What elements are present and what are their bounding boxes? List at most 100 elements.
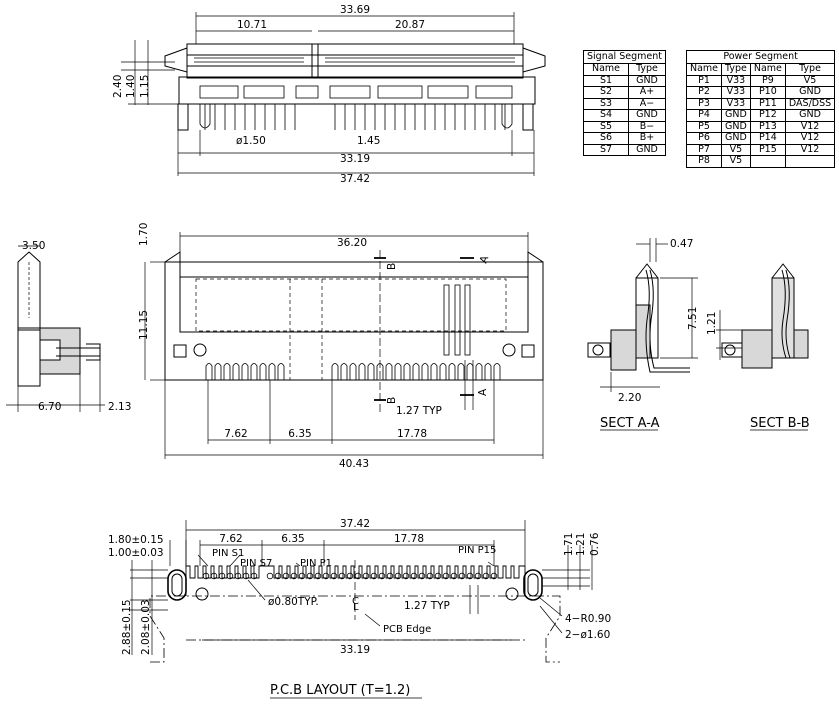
table-cell: P2 — [685, 86, 723, 99]
table-cell: V12 — [784, 120, 836, 133]
contact-tooth — [205, 363, 213, 380]
pcb-layout: 37.42 7.62 6.35 17.78 1.80±0.15 1.00±0.0… — [108, 518, 611, 699]
pin-s7-label: PIN S7 — [240, 558, 272, 569]
pcb-hole — [210, 572, 218, 580]
contact-tooth — [430, 363, 438, 380]
table-cell: V33 — [721, 74, 751, 87]
table-cell: GND — [784, 86, 836, 99]
contact-tooth — [457, 363, 465, 380]
table-cell: P13 — [749, 120, 786, 133]
contact-tooth — [268, 363, 276, 380]
dim-front-762: 7.62 — [224, 428, 247, 440]
pcb-dim-288: 2.88±0.15 — [121, 599, 133, 655]
section-aa: 0.47 7.51 2.20 SECT A-A — [587, 238, 699, 431]
pcb-dim-slot-depth: 1.00±0.03 — [108, 547, 164, 559]
contact-tooth — [412, 363, 420, 380]
table-cell: GND — [721, 109, 751, 122]
pcb-dim-mount: 2−ø1.60 — [565, 629, 610, 641]
section-bb: 1.21 SECT B-B — [706, 263, 810, 431]
pcb-hole — [426, 572, 434, 580]
pcb-dim-radius: 4−R0.90 — [565, 613, 611, 625]
board-lock-peg — [501, 104, 513, 129]
table-cell: P7 — [685, 143, 723, 156]
table-cell: P5 — [685, 120, 723, 133]
pcb-hole — [306, 572, 314, 580]
section-mark-a-top: A — [478, 253, 492, 265]
pcb-hole — [378, 572, 386, 580]
dim-overall-bottom: 37.42 — [340, 173, 370, 185]
centerline-label: C — [352, 596, 359, 607]
table-cell: P6 — [685, 132, 723, 145]
pcb-hole — [474, 572, 482, 580]
contact-tooth — [259, 363, 267, 380]
contact-tooth — [349, 363, 357, 380]
dim-side-left: 6.70 — [38, 401, 61, 413]
pcb-hole — [250, 572, 258, 580]
board-lock-peg — [199, 104, 211, 129]
pcb-dim-208: 2.08±0.03 — [140, 599, 152, 655]
signal-header-name: Name — [583, 63, 629, 76]
dim-front-width: 36.20 — [337, 237, 367, 249]
pcb-hole — [442, 572, 450, 580]
pcb-hole — [322, 572, 330, 580]
dim-right-top: 20.87 — [395, 19, 425, 31]
pin-s1-label: PIN S1 — [212, 548, 244, 559]
pcb-hole — [458, 572, 466, 580]
table-cell: P3 — [685, 97, 723, 110]
table-cell: V5 — [784, 74, 836, 87]
pcb-hole — [418, 572, 426, 580]
side-view: 3.50 6.70 2.13 — [6, 240, 131, 413]
table-cell: S1 — [583, 74, 629, 87]
dim-220: 2.20 — [618, 392, 641, 404]
contact-tooth — [214, 363, 222, 380]
contact-tooth — [484, 363, 492, 380]
table-cell: GND — [627, 109, 667, 122]
pcb-dim-slot-width: 1.80±0.15 — [108, 534, 164, 546]
contact-tooth — [241, 363, 249, 380]
centerline-sub: L — [353, 602, 359, 613]
table-cell: DAS/DSS — [784, 97, 836, 110]
top-view: 33.69 10.71 20.87 2.40 1.40 1.15 ø1.50 1… — [112, 4, 546, 185]
power-table-title: Power Segment — [686, 50, 836, 63]
pcb-hole — [482, 572, 490, 580]
table-cell: P8 — [685, 155, 723, 168]
dim-front-635: 6.35 — [288, 428, 311, 440]
table-cell: GND — [784, 109, 836, 122]
pcb-dim-pitch: 1.27 TYP — [404, 600, 450, 612]
power-header-name-1: Name — [685, 63, 723, 76]
pcb-hole — [274, 572, 282, 580]
contact-tooth — [403, 363, 411, 380]
table-cell: S7 — [583, 143, 629, 156]
dim-front-pitch: 1.27 TYP — [396, 405, 442, 417]
table-cell: V12 — [784, 143, 836, 156]
pcb-hole — [394, 572, 402, 580]
pcb-dim-inner: 33.19 — [340, 644, 370, 656]
dim-inner: 33.19 — [340, 153, 370, 165]
contact-tooth — [466, 363, 474, 380]
power-header-type-1: Type — [721, 63, 751, 76]
dim-140: 1.40 — [125, 75, 137, 98]
contact-tooth — [223, 363, 231, 380]
pcb-hole — [202, 572, 210, 580]
signal-table-title: Signal Segment — [583, 50, 666, 63]
table-cell: GND — [721, 132, 751, 145]
table-cell: GND — [627, 143, 667, 156]
pcb-hole — [434, 572, 442, 580]
pin-p1-label: PIN P1 — [300, 558, 332, 569]
table-cell: V5 — [721, 143, 751, 156]
dim-side-right: 2.13 — [108, 401, 131, 413]
table-cell: GND — [627, 74, 667, 87]
contact-tooth — [394, 363, 402, 380]
dim-left-top: 10.71 — [237, 19, 267, 31]
table-cell: P10 — [749, 86, 786, 99]
